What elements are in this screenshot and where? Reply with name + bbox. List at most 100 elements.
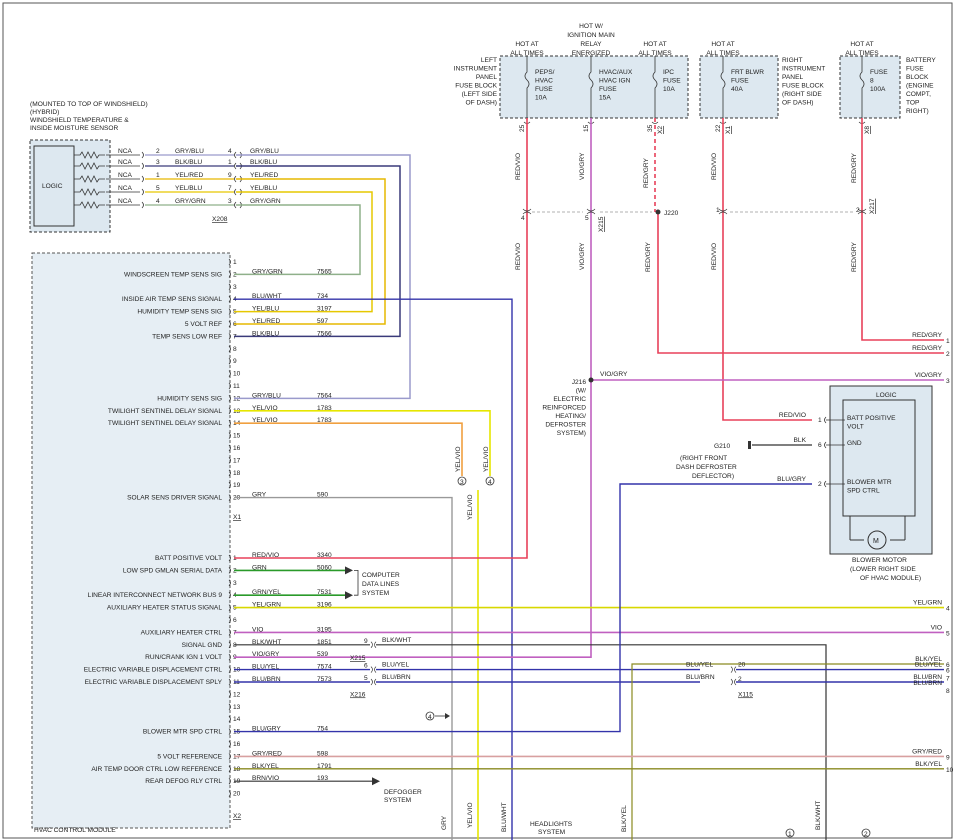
pin-arc xyxy=(228,258,231,266)
fuse-name-line: HVAC xyxy=(535,78,553,85)
module-wire-label: BLU/YEL xyxy=(252,664,279,671)
module-wire-label: GRY/BLU xyxy=(252,392,281,399)
module-circuit: 734 xyxy=(317,293,328,300)
fuse-hot-label: ALL TIMES xyxy=(845,50,879,57)
right-edge-wire: BLU/BRN xyxy=(913,674,942,681)
module-wire-label: BLU/WHT xyxy=(252,293,282,300)
pin-arc xyxy=(228,357,231,365)
pin-arc xyxy=(228,345,231,353)
module-wire-label: BLK/WHT xyxy=(252,639,281,646)
misc-labels: COMPUTER DATA LINES SYSTEM DEFOGGER SYST… xyxy=(362,379,586,836)
red-gry-label-2: RED/GRY xyxy=(851,152,858,183)
pin-arc xyxy=(228,295,231,303)
blower-title-1: BLOWER MOTOR xyxy=(852,557,907,564)
bottom-wire-label: BLK/YEL xyxy=(621,805,628,832)
fuse-symbol xyxy=(859,56,865,118)
right-edge-wire: BLK/YEL xyxy=(915,761,942,768)
pin-arc xyxy=(228,604,231,611)
pin-arc xyxy=(228,444,231,452)
connector-arc xyxy=(141,151,144,159)
nca-label: NCA xyxy=(118,148,133,155)
ground-symbol xyxy=(748,441,751,449)
pin-arc xyxy=(228,333,231,340)
x2-label: X2 xyxy=(233,813,241,820)
module-pin-label: BLOWER MTR SPD CTRL xyxy=(143,729,222,736)
wire-yel-red xyxy=(234,178,386,325)
blower-pin-arc xyxy=(824,416,827,424)
ground-desc-3: DEFLECTOR) xyxy=(692,473,734,480)
module-wire-label: GRY/GRN xyxy=(252,268,283,275)
fuse-name-line: 15A xyxy=(599,95,611,102)
yel-vio-label-c: YEL/VIO xyxy=(467,494,474,520)
module-pin-label: RUN/CRANK IGN 1 VOLT xyxy=(145,654,222,661)
module-circuit: 7564 xyxy=(317,392,332,399)
module-pin: 17 xyxy=(233,457,241,464)
fuse-name-line: 100A xyxy=(870,86,886,93)
j216-line: REINFORCED xyxy=(542,405,586,412)
wire-vio-gry-ign xyxy=(234,118,592,659)
block-label-line: (RIGHT SIDE xyxy=(782,91,822,98)
sensor-logic-label: LOGIC xyxy=(42,183,63,190)
block-label-line: TOP xyxy=(906,100,920,107)
right-edge-wire: VIO xyxy=(931,624,942,631)
x208-pin: 7 xyxy=(228,185,232,192)
pin-arc xyxy=(228,554,231,562)
module-pin: 10 xyxy=(233,371,241,378)
blower-title-2: (LOWER RIGHT SIDE xyxy=(850,566,916,573)
block-label-line: FUSE xyxy=(906,66,924,73)
x216-label: X216 xyxy=(350,691,366,698)
module-pin: 15 xyxy=(233,433,241,440)
block-label-line: BATTERY xyxy=(906,57,936,64)
x208-wire-label: YEL/BLU xyxy=(250,185,277,192)
module-wire-label: GRN/YEL xyxy=(252,589,281,596)
right-edge-connectors: RED/GRY1RED/GRY2VIO/GRY3YEL/GRN4VIO5BLK/… xyxy=(912,332,954,774)
sensor-pin: 3 xyxy=(156,159,160,166)
blower-pin: 6 xyxy=(818,442,822,449)
module-pin: 3 xyxy=(233,580,237,587)
wire-red-gry-2 xyxy=(657,212,944,354)
j216-label: J216(W/ELECTRICREINFORCEDHEATING/DEFROST… xyxy=(542,379,586,437)
fuse-name-line: 8 xyxy=(870,78,874,85)
module-pin-label: 5 VOLT REF xyxy=(185,321,222,328)
x208-wire-label: YEL/RED xyxy=(250,172,278,179)
blower-pin-label: BLOWER MTR xyxy=(847,479,892,486)
module-pin-label: LOW SPD GMLAN SERIAL DATA xyxy=(123,567,223,574)
pin-arc xyxy=(228,678,231,686)
red-vio-label-4: RED/VIO xyxy=(711,243,718,270)
j216-line: DEFROSTER xyxy=(545,422,586,429)
module-pin-label: ELECTRIC VARIABLE DISPLACEMENT CTRL xyxy=(84,667,223,674)
fuse-conn: X2 xyxy=(657,126,664,134)
fuse-symbol xyxy=(652,56,658,118)
ref-4-circle xyxy=(425,711,435,721)
pin-arc xyxy=(228,481,231,489)
windshield-sensor: (MOUNTED TO TOP OF WINDSHIELD) (HYBRID) … xyxy=(29,101,281,233)
fuse-hot-label: HOT W/ xyxy=(579,23,603,30)
ref-4-label: 4 xyxy=(428,714,432,721)
sensor-pin: 5 xyxy=(156,185,160,192)
module-circuit: 3195 xyxy=(317,626,332,633)
module-wire-label: BLU/GRY xyxy=(252,726,281,733)
right-edge-wire: BLU/BRN xyxy=(913,680,942,687)
pin-circle-3-label: 3 xyxy=(460,479,464,486)
module-circuit: 3197 xyxy=(317,306,332,313)
module-pin-label: AIR TEMP DOOR CTRL LOW REFERENCE xyxy=(91,766,222,773)
block-label-line: FUSE BLOCK xyxy=(782,83,824,90)
x115-label: X115 xyxy=(738,691,753,698)
pin-circle-4-label: 4 xyxy=(488,479,492,486)
fuse-pin: 15 xyxy=(583,124,590,132)
left-fuse-block xyxy=(499,55,689,119)
headlights-2: SYSTEM xyxy=(538,829,565,836)
blower-pin-label: SPD CTRL xyxy=(847,488,880,495)
right-edge-wire: RED/GRY xyxy=(912,332,943,339)
x208-pin: 3 xyxy=(228,198,232,205)
inline-connector xyxy=(370,678,377,686)
x216-w2: BLU/BRN xyxy=(382,674,411,681)
fuse-hot-label: ALL TIMES xyxy=(706,50,740,57)
right-edge-num: 7 xyxy=(946,676,950,683)
wire-blk-yel-up xyxy=(631,663,944,840)
module-pin: 16 xyxy=(233,445,241,452)
pin-arc xyxy=(228,691,231,698)
